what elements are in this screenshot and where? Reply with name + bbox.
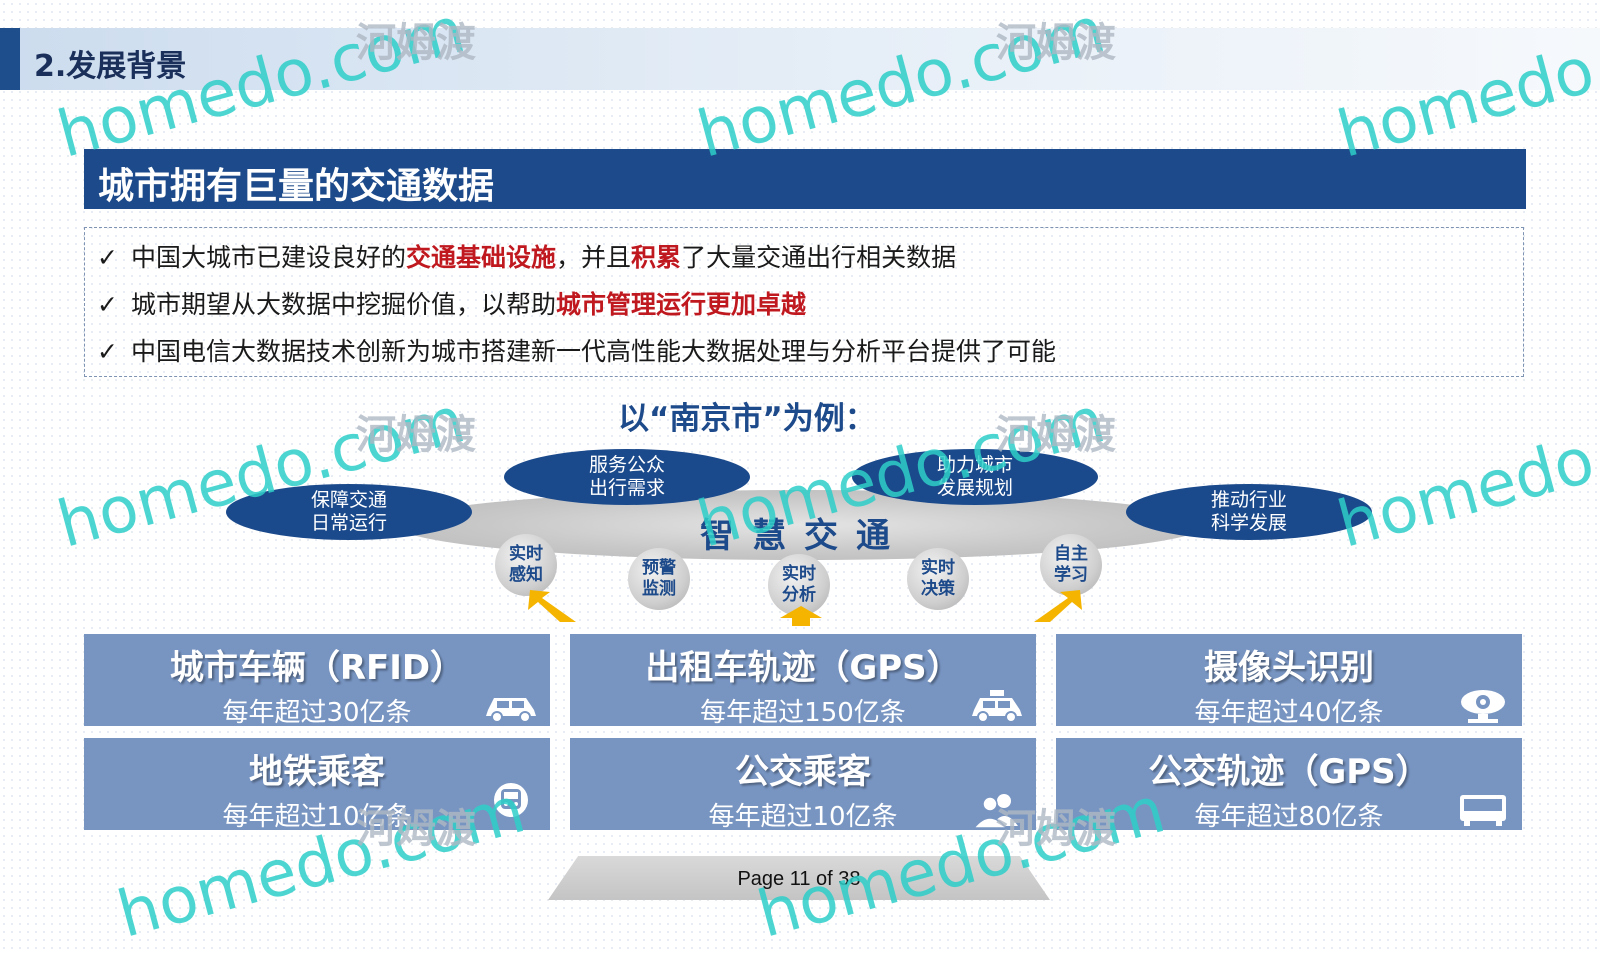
headline-title: 城市拥有巨量的交通数据 — [98, 166, 495, 207]
bullet-item: ✓ 中国电信大数据技术创新为城市搭建新一代高性能大数据处理与分析平台提供了可能 — [97, 332, 1056, 368]
goal-text: 助力城市 — [936, 454, 1013, 476]
goal-text: 出行需求 — [588, 477, 665, 499]
bullet-highlight: 交通基础设施 — [406, 243, 557, 272]
arrow-up-icon — [780, 606, 822, 626]
bullet-text: ，并且 — [556, 243, 632, 272]
data-source-tile: 出租车轨迹（GPS） 每年超过150亿条 — [570, 634, 1036, 728]
capability-text: 监测 — [642, 579, 676, 599]
tile-title: 城市车辆（RFID） — [169, 648, 465, 688]
capability-text: 自主 — [1054, 544, 1088, 564]
bullet-item: ✓ 城市期望从大数据中挖掘价值，以帮助城市管理运行更加卓越 — [97, 285, 806, 321]
capability-text: 学习 — [1054, 565, 1088, 585]
tile-subtitle: 每年超过150亿条 — [700, 698, 906, 728]
section-accent-bar — [0, 28, 20, 90]
data-source-tile: 城市车辆（RFID） 每年超过30亿条 — [84, 634, 550, 728]
goal-text: 推动行业 — [1210, 489, 1287, 511]
watermark-cn: 河姆渡 — [356, 412, 476, 458]
bus-icon — [1460, 795, 1506, 826]
arrow-up-left-icon — [528, 590, 576, 622]
capability-circle: 实时分析 — [768, 554, 830, 616]
capability-circle: 实时感知 — [495, 534, 557, 596]
tile-title: 公交乘客 — [735, 752, 871, 792]
example-title: 以“南京市”为例： — [618, 401, 876, 437]
tile-title: 出租车轨迹（GPS） — [645, 648, 961, 688]
page-number: Page 11 of 38 — [737, 868, 861, 890]
hub-label: 智慧交通 — [700, 516, 908, 556]
bullet-text: 中国电信大数据技术创新为城市搭建新一代高性能大数据处理与分析平台提供了可能 — [131, 337, 1057, 366]
arrow-up-right-icon — [1034, 590, 1082, 622]
footer-plate: Page 11 of 38 — [548, 856, 1050, 900]
capability-text: 分析 — [782, 585, 816, 605]
goal-text: 服务公众 — [588, 454, 665, 476]
tile-subtitle: 每年超过10亿条 — [222, 802, 412, 832]
bullet-item: ✓ 中国大城市已建设良好的交通基础设施，并且积累了大量交通出行相关数据 — [97, 238, 956, 274]
goal-text: 发展规划 — [936, 477, 1013, 499]
tile-title: 地铁乘客 — [249, 752, 385, 792]
section-title: 2.发展背景 — [34, 49, 187, 84]
capability-text: 实时 — [782, 564, 816, 584]
goal-ellipse: 服务公众出行需求 — [504, 449, 750, 505]
tile-title: 公交轨迹（GPS） — [1148, 752, 1430, 792]
capability-circle: 自主学习 — [1040, 534, 1102, 596]
data-source-tile: 公交轨迹（GPS） 每年超过80亿条 — [1056, 738, 1522, 832]
bullet-highlight: 城市管理运行更加卓越 — [556, 290, 807, 319]
capability-text: 决策 — [921, 579, 955, 599]
bullet-text: 城市期望从大数据中挖掘价值，以帮助 — [131, 290, 557, 319]
goal-ellipse: 保障交通日常运行 — [226, 484, 472, 540]
data-source-tile: 地铁乘客 每年超过10亿条 — [84, 738, 550, 832]
tile-subtitle: 每年超过30亿条 — [222, 698, 412, 728]
camera-icon — [1461, 690, 1505, 723]
metro-icon — [494, 783, 528, 817]
headline-bar: 城市拥有巨量的交通数据 — [84, 149, 1526, 209]
bullet-text: 了大量交通出行相关数据 — [681, 243, 957, 272]
capability-text: 预警 — [642, 558, 676, 578]
bullet-box: ✓ 中国大城市已建设良好的交通基础设施，并且积累了大量交通出行相关数据 ✓ 城市期望… — [84, 227, 1524, 377]
tile-title: 摄像头识别 — [1204, 648, 1374, 688]
passengers-icon — [973, 794, 1018, 828]
capability-text: 感知 — [509, 565, 543, 585]
bullet-highlight: 积累 — [631, 243, 682, 272]
goal-text: 日常运行 — [310, 512, 387, 534]
data-source-tile: 公交乘客 每年超过10亿条 — [570, 738, 1036, 832]
section-header: 2.发展背景 — [0, 28, 1600, 90]
capability-text: 实时 — [509, 544, 543, 564]
goal-ellipse: 助力城市发展规划 — [852, 449, 1098, 505]
goal-text: 科学发展 — [1210, 512, 1287, 534]
check-icon: ✓ — [97, 243, 118, 272]
goal-ellipse: 推动行业科学发展 — [1126, 484, 1372, 540]
watermark-logo: homedo.com — [1330, 383, 1600, 563]
tile-subtitle: 每年超过80亿条 — [1194, 802, 1384, 832]
data-source-tile: 摄像头识别 每年超过40亿条 — [1056, 634, 1522, 728]
check-icon: ✓ — [97, 290, 118, 319]
taxi-icon — [972, 690, 1022, 723]
tile-subtitle: 每年超过40亿条 — [1194, 698, 1384, 728]
capability-text: 实时 — [921, 558, 955, 578]
tile-subtitle: 每年超过10亿条 — [708, 802, 898, 832]
capability-circle: 预警监测 — [628, 548, 690, 610]
goal-text: 保障交通 — [310, 489, 387, 511]
check-icon: ✓ — [97, 337, 118, 366]
car-icon — [486, 698, 536, 723]
bullet-text: 中国大城市已建设良好的 — [131, 243, 407, 272]
capability-circle: 实时决策 — [907, 548, 969, 610]
